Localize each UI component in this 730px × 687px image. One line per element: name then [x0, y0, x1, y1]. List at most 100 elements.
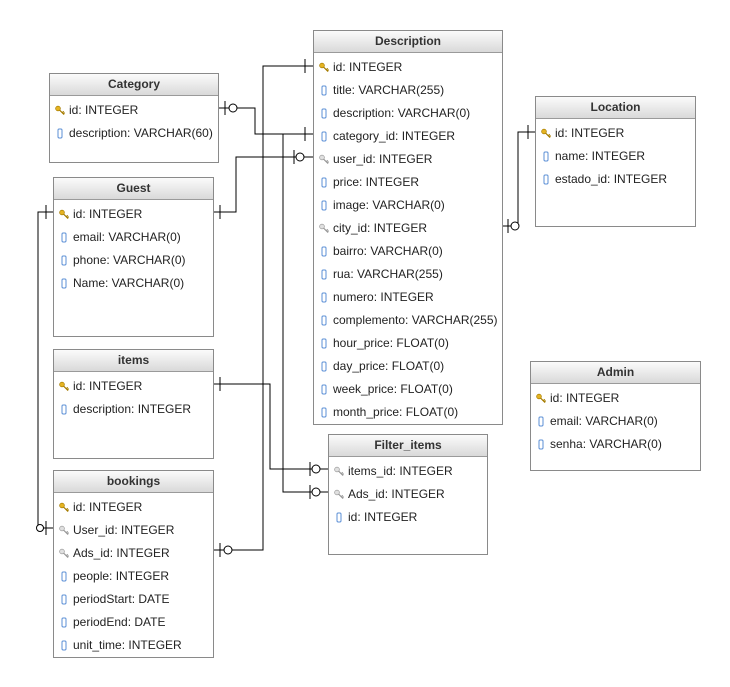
foreign-key-icon	[319, 154, 329, 166]
field-label: phone: VARCHAR(0)	[73, 253, 186, 267]
table-row[interactable]: id: INTEGER	[536, 122, 695, 145]
table-row[interactable]: id: INTEGER	[54, 496, 213, 519]
primary-key-icon	[536, 393, 546, 405]
table-row[interactable]: week_price: FLOAT(0)	[314, 378, 502, 401]
table-row[interactable]: description: VARCHAR(60)	[50, 122, 218, 145]
field-label: hour_price: FLOAT(0)	[333, 336, 449, 350]
table-filter-items[interactable]: Filter_items items_id: INTEGER Ads_id: IN…	[328, 434, 488, 555]
field-label: id: INTEGER	[348, 510, 418, 524]
table-row[interactable]: Ads_id: INTEGER	[54, 542, 213, 565]
field-label: id: INTEGER	[73, 500, 143, 514]
table-row[interactable]: description: VARCHAR(0)	[314, 102, 502, 125]
column-icon	[319, 407, 329, 419]
table-row[interactable]: rua: VARCHAR(255)	[314, 263, 502, 286]
table-row[interactable]: day_price: FLOAT(0)	[314, 355, 502, 378]
field-label: id: INTEGER	[69, 103, 139, 117]
field-label: bairro: VARCHAR(0)	[333, 244, 443, 258]
column-icon	[319, 338, 329, 350]
table-row[interactable]: id: INTEGER	[54, 203, 213, 226]
table-row[interactable]: items_id: INTEGER	[329, 460, 487, 483]
field-label: Ads_id: INTEGER	[73, 546, 170, 560]
field-label: description: VARCHAR(60)	[69, 126, 213, 140]
field-label: Name: VARCHAR(0)	[73, 276, 185, 290]
column-icon	[59, 232, 69, 244]
table-row[interactable]: complemento: VARCHAR(255)	[314, 309, 502, 332]
column-icon	[541, 174, 551, 186]
field-label: category_id: INTEGER	[333, 129, 456, 143]
table-row[interactable]: image: VARCHAR(0)	[314, 194, 502, 217]
table-row[interactable]: hour_price: FLOAT(0)	[314, 332, 502, 355]
table-row[interactable]: id: INTEGER	[314, 56, 502, 79]
table-row[interactable]: senha: VARCHAR(0)	[531, 433, 700, 456]
table-row[interactable]: numero: INTEGER	[314, 286, 502, 309]
table-row[interactable]: price: INTEGER	[314, 171, 502, 194]
column-icon	[319, 85, 329, 97]
column-icon	[55, 128, 65, 140]
table-row[interactable]: month_price: FLOAT(0)	[314, 401, 502, 424]
column-icon	[59, 404, 69, 416]
table-row[interactable]: Ads_id: INTEGER	[329, 483, 487, 506]
column-icon	[59, 255, 69, 267]
field-label: periodEnd: DATE	[73, 615, 166, 629]
table-row[interactable]: id: INTEGER	[531, 387, 700, 410]
primary-key-icon	[59, 381, 69, 393]
table-row[interactable]: Name: VARCHAR(0)	[54, 272, 213, 295]
column-icon	[319, 315, 329, 327]
table-row[interactable]: id: INTEGER	[329, 506, 487, 529]
table-title: Guest	[54, 178, 213, 200]
table-row[interactable]: phone: VARCHAR(0)	[54, 249, 213, 272]
table-row[interactable]: city_id: INTEGER	[314, 217, 502, 240]
table-row[interactable]: description: INTEGER	[54, 398, 213, 421]
field-label: items_id: INTEGER	[348, 464, 453, 478]
table-title: Filter_items	[329, 435, 487, 457]
rel-location-description	[502, 131, 536, 227]
table-row[interactable]: estado_id: INTEGER	[536, 168, 695, 191]
table-row[interactable]: people: INTEGER	[54, 565, 213, 588]
table-row[interactable]: user_id: INTEGER	[314, 148, 502, 171]
field-label: id: INTEGER	[333, 60, 403, 74]
field-label: city_id: INTEGER	[333, 221, 428, 235]
rel-guest-bookings	[37, 211, 53, 529]
table-row[interactable]: title: VARCHAR(255)	[314, 79, 502, 102]
table-row[interactable]: email: VARCHAR(0)	[54, 226, 213, 249]
column-icon	[319, 200, 329, 212]
table-row[interactable]: User_id: INTEGER	[54, 519, 213, 542]
field-label: description: VARCHAR(0)	[333, 106, 471, 120]
column-icon	[319, 292, 329, 304]
foreign-key-icon	[334, 489, 344, 501]
column-icon	[334, 512, 344, 524]
field-label: description: INTEGER	[73, 402, 192, 416]
field-label: email: VARCHAR(0)	[73, 230, 181, 244]
table-row[interactable]: bairro: VARCHAR(0)	[314, 240, 502, 263]
field-label: name: INTEGER	[555, 149, 646, 163]
table-row[interactable]: id: INTEGER	[54, 375, 213, 398]
table-row[interactable]: email: VARCHAR(0)	[531, 410, 700, 433]
field-label: User_id: INTEGER	[73, 523, 175, 537]
table-row[interactable]: periodEnd: DATE	[54, 611, 213, 634]
rel-description-bookings	[213, 65, 313, 551]
foreign-key-icon	[59, 548, 69, 560]
table-row[interactable]: periodStart: DATE	[54, 588, 213, 611]
table-guest[interactable]: Guest id: INTEGER email: VARCHAR(0) phone:…	[53, 177, 214, 337]
field-label: price: INTEGER	[333, 175, 420, 189]
column-icon	[536, 439, 546, 451]
column-icon	[319, 177, 329, 189]
field-label: periodStart: DATE	[73, 592, 170, 606]
foreign-key-icon	[59, 525, 69, 537]
column-icon	[319, 269, 329, 281]
table-row[interactable]: unit_time: INTEGER	[54, 634, 213, 657]
table-row[interactable]: name: INTEGER	[536, 145, 695, 168]
column-icon	[319, 131, 329, 143]
field-label: complemento: VARCHAR(255)	[333, 313, 498, 327]
column-icon	[59, 278, 69, 290]
rel-items-filter	[213, 383, 328, 470]
table-row[interactable]: id: INTEGER	[50, 99, 218, 122]
field-label: unit_time: INTEGER	[73, 638, 182, 652]
table-row[interactable]: category_id: INTEGER	[314, 125, 502, 148]
